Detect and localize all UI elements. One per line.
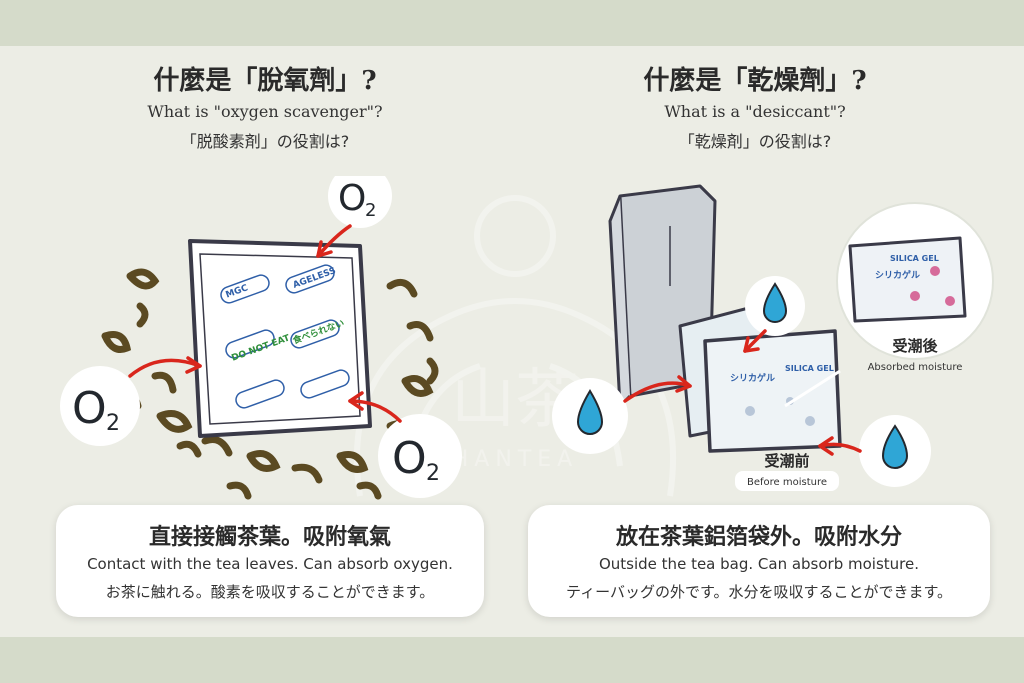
after-sub: Absorbed moisture bbox=[868, 362, 963, 373]
desiccant-illustration: SILICA GEL シリカゲル SILICA GEL シリカゲル 受潮後 Ab… bbox=[552, 184, 994, 491]
svg-text:2: 2 bbox=[426, 461, 440, 486]
svg-text:シリカゲル: シリカゲル bbox=[730, 372, 775, 384]
before-moisture-label: 受潮前 Before moisture bbox=[735, 452, 839, 491]
after-label: 受潮後 bbox=[892, 337, 938, 355]
before-label: 受潮前 bbox=[764, 452, 809, 470]
left-card-title: 直接接觸茶葉。吸附氧氣 bbox=[148, 524, 391, 550]
before-sub: Before moisture bbox=[747, 477, 827, 488]
water-drop-right bbox=[859, 415, 931, 487]
after-moisture-zoom: SILICA GEL シリカゲル 受潮後 Absorbed moisture bbox=[784, 202, 994, 408]
silica-text-zoom: SILICA GEL bbox=[890, 254, 939, 263]
o2-bubble-top: O 2 bbox=[328, 176, 392, 228]
water-drop-top bbox=[745, 276, 805, 336]
svg-text:2: 2 bbox=[365, 200, 376, 221]
watermark-sub: HANTEA bbox=[452, 447, 578, 472]
o2-bubble-right: O 2 bbox=[378, 414, 462, 498]
watermark-logo: 山茶 HANTEA bbox=[354, 195, 676, 497]
right-card-jp: ティーバッグの外です。水分を吸収することができます。 bbox=[566, 583, 952, 601]
left-card-jp: お茶に触れる。酸素を吸収することができます。 bbox=[105, 583, 435, 601]
left-title: 什麼是「脫氧劑」? bbox=[153, 66, 377, 96]
right-card-en: Outside the tea bag. Can absorb moisture… bbox=[598, 555, 920, 573]
svg-text:O: O bbox=[392, 433, 427, 484]
right-title: 什麼是「乾燥劑」? bbox=[643, 66, 867, 96]
left-subtitle-en: What is "oxygen scavenger"? bbox=[147, 102, 383, 121]
silica-packet-front: SILICA GEL シリカゲル bbox=[703, 329, 842, 453]
left-card-en: Contact with the tea leaves. Can absorb … bbox=[87, 555, 453, 573]
oxygen-scavenger-illustration: DO NOT EAT 食べられない AGELESS MGC O 2 O 2 O bbox=[60, 176, 462, 500]
bottom-band bbox=[0, 637, 1024, 683]
top-band bbox=[0, 0, 1024, 46]
silica-text-front: SILICA GEL bbox=[785, 364, 834, 373]
tea-leaves bbox=[101, 268, 439, 500]
right-subtitle-jp: 「乾燥剤」の役割は? bbox=[678, 132, 832, 151]
svg-text:O: O bbox=[338, 178, 366, 219]
svg-text:O: O bbox=[72, 383, 107, 434]
arrows bbox=[128, 224, 402, 423]
right-subtitle-en: What is a "desiccant"? bbox=[664, 102, 846, 121]
svg-text:シリカゲル: シリカゲル bbox=[875, 269, 920, 281]
o2-bubble-left: O 2 bbox=[60, 366, 140, 446]
right-card-title: 放在茶葉鋁箔袋外。吸附水分 bbox=[615, 524, 902, 550]
arrows bbox=[623, 329, 862, 456]
content-panel: 山茶 HANTEA 什麼是「脫氧劑」? What is "oxygen scav… bbox=[0, 46, 1024, 637]
left-subtitle-jp: 「脱酸素剤」の役割は? bbox=[180, 132, 350, 151]
water-drop-left bbox=[552, 378, 628, 454]
left-caption-card: 直接接觸茶葉。吸附氧氣 Contact with the tea leaves.… bbox=[56, 505, 484, 617]
svg-text:2: 2 bbox=[106, 411, 120, 436]
right-caption-card: 放在茶葉鋁箔袋外。吸附水分 Outside the tea bag. Can a… bbox=[528, 505, 990, 617]
oxygen-absorber-packet: DO NOT EAT 食べられない AGELESS MGC bbox=[188, 239, 372, 438]
